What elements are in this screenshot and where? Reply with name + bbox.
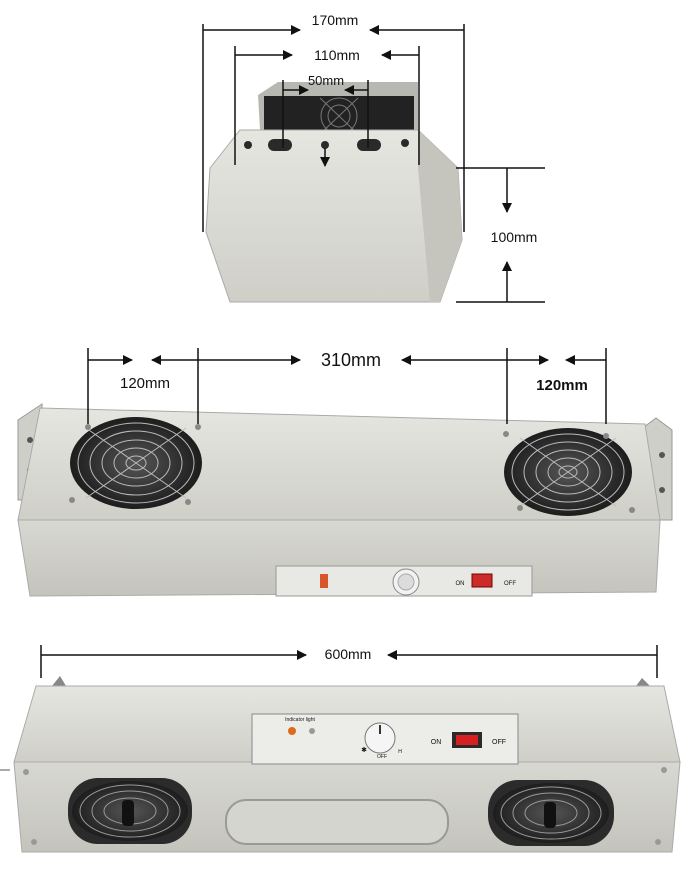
fan-grille-icon bbox=[68, 778, 192, 844]
dim-label-600: 600mm bbox=[325, 646, 372, 662]
rocker-switch-icon bbox=[471, 573, 493, 588]
fan-grille-icon bbox=[503, 428, 635, 516]
top-view-mounting-slots bbox=[244, 139, 409, 151]
center-window bbox=[225, 799, 449, 845]
fan-grille-icon bbox=[69, 417, 202, 509]
rocker-switch-icon bbox=[456, 735, 478, 745]
knob-h-label: H bbox=[398, 749, 402, 755]
indicator-light-icon bbox=[320, 574, 328, 588]
panel-off-label: OFF bbox=[504, 581, 516, 587]
dim-label-100: 100mm bbox=[491, 229, 538, 245]
top-view-body-side bbox=[418, 130, 462, 302]
fan-grille-icon bbox=[488, 780, 614, 846]
indicator-light-icon bbox=[288, 727, 296, 735]
dim-label-50: 50mm bbox=[308, 73, 344, 88]
panel-on-label: ON bbox=[456, 581, 465, 587]
knob-icon bbox=[364, 722, 396, 754]
knob-off-label: OFF bbox=[377, 754, 387, 760]
dim-label-170: 170mm bbox=[312, 12, 359, 28]
knob-symbol-icon: ✱ bbox=[361, 746, 367, 754]
dim-label-110: 110mm bbox=[314, 47, 360, 63]
dim-label-120-right: 120mm bbox=[536, 377, 588, 394]
panel-off-label: OFF bbox=[492, 739, 506, 746]
panel-on-label: ON bbox=[431, 739, 442, 746]
top-view: 170mm 110mm 50mm 100mm bbox=[202, 12, 545, 303]
bottom-view: 600mm Indicator light ✱ OFF H ON OFF bbox=[0, 645, 681, 853]
dim-label-310: 310mm bbox=[321, 350, 381, 370]
indicator-light-label: Indicator light bbox=[285, 717, 315, 723]
middle-view: ON OFF 120mm 310mm 120mm bbox=[17, 348, 673, 597]
dim-label-120-left: 120mm bbox=[120, 375, 170, 392]
